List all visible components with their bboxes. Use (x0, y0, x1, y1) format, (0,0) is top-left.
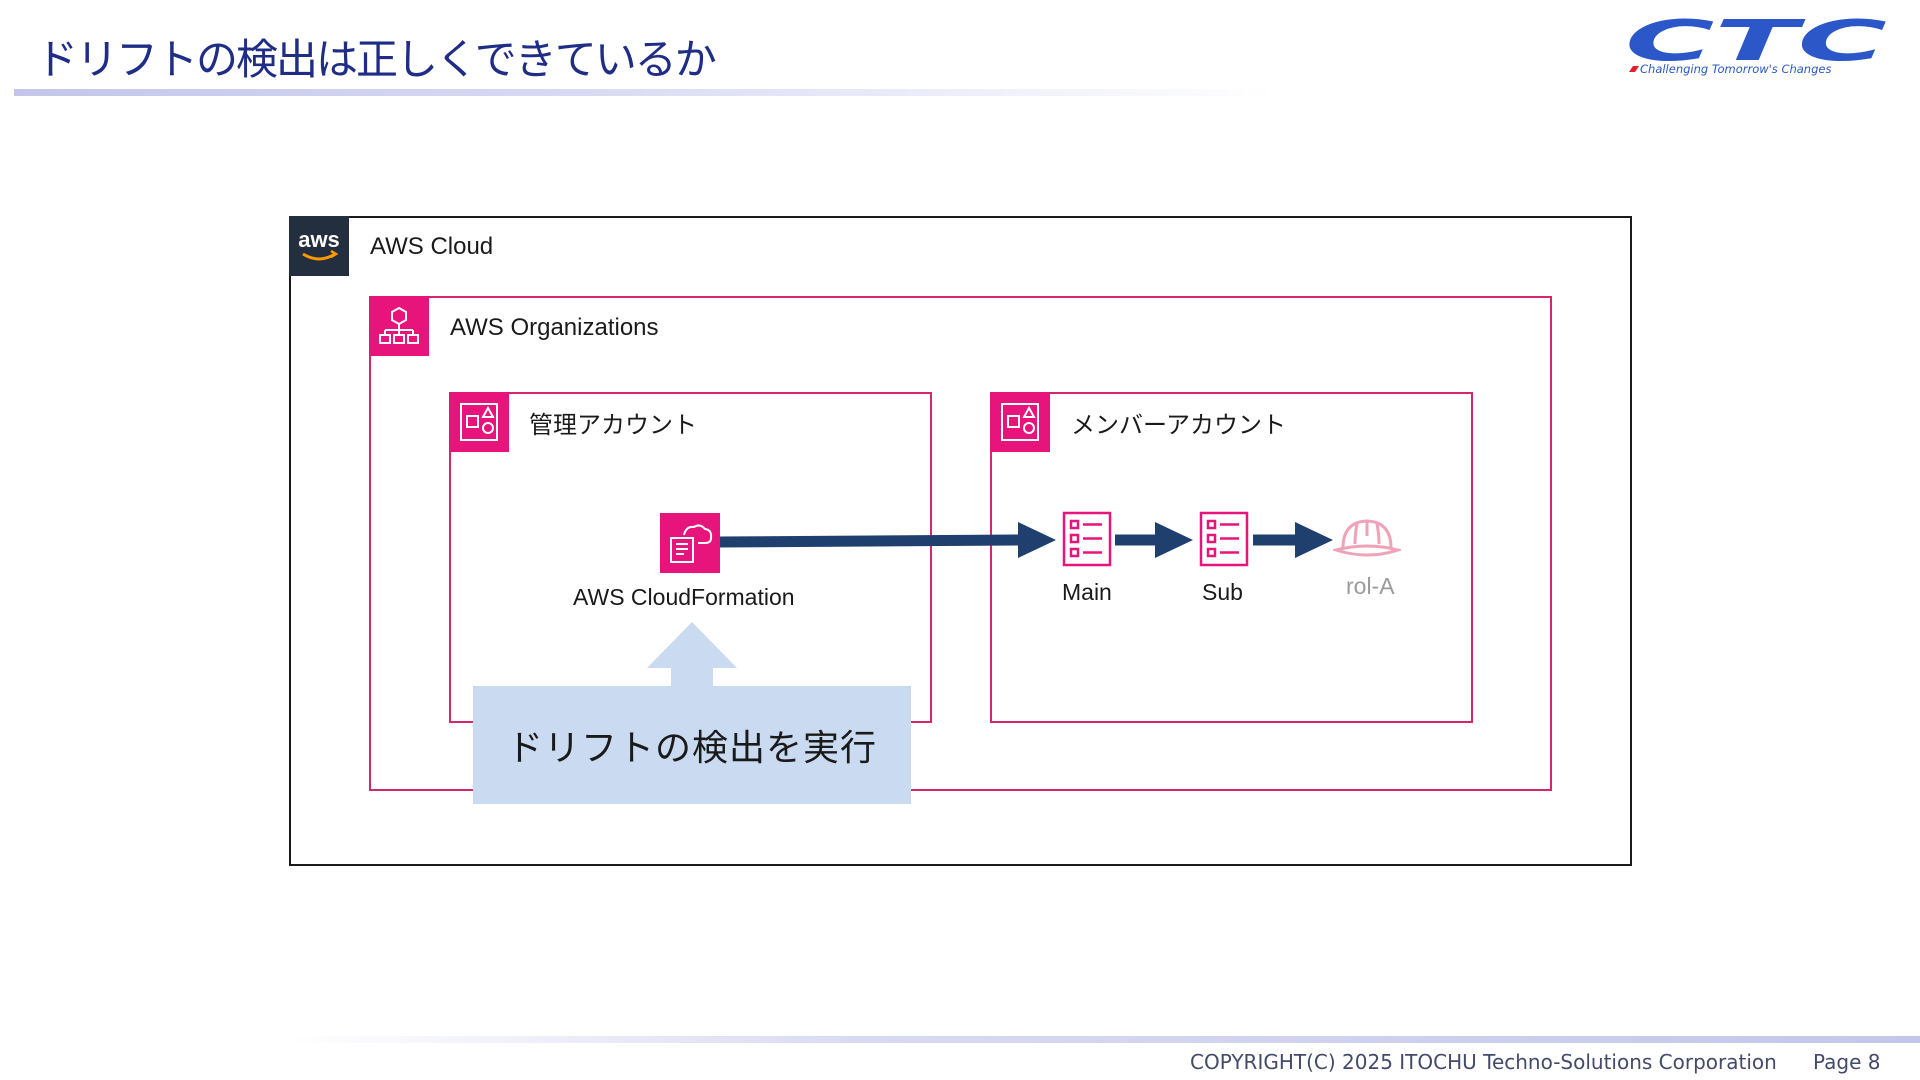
aws-organizations-group (369, 296, 1552, 791)
cloudformation-icon (660, 513, 720, 573)
callout-up-arrow (647, 622, 737, 688)
title-underline (14, 89, 1274, 96)
page-number: Page 8 (1813, 1050, 1881, 1074)
account-icon (990, 392, 1050, 452)
slide-title: ドリフトの検出は正しくできているか (36, 35, 717, 84)
footer-rule (290, 1036, 1920, 1043)
ctc-wordmark: CTC (1625, 12, 1887, 74)
member-account-label: メンバーアカウント (1071, 412, 1287, 439)
member-account-group (990, 392, 1473, 723)
logo-tagline: Challenging Tomorrow's Changes (1640, 62, 1832, 76)
aws-logo-text: aws (298, 227, 340, 252)
drift-detection-callout-text: ドリフトの検出を実行 (506, 728, 877, 769)
main-template-icon (1062, 511, 1112, 567)
account-icon (449, 392, 509, 452)
aws-organizations-label: AWS Organizations (450, 314, 659, 341)
cloudformation-label: AWS CloudFormation (573, 584, 795, 610)
management-account-label: 管理アカウント (529, 412, 697, 439)
sub-template-icon (1199, 511, 1249, 567)
drift-detection-callout (473, 686, 911, 804)
role-node-label: rol-A (1346, 573, 1395, 599)
aws-cloud-label: AWS Cloud (370, 233, 494, 260)
logo-flag-icon (1629, 66, 1639, 72)
copyright-text: COPYRIGHT(C) 2025 ITOCHU Techno-Solution… (1190, 1050, 1777, 1074)
organizations-icon (369, 296, 429, 356)
aws-logo-icon: aws (289, 216, 349, 276)
main-node-label: Main (1062, 579, 1112, 605)
aws-cloud-group (289, 216, 1632, 866)
ctc-logo: CTC (1625, 12, 1887, 74)
iam-role-helmet-icon (1333, 519, 1401, 557)
sub-node-label: Sub (1202, 579, 1243, 605)
